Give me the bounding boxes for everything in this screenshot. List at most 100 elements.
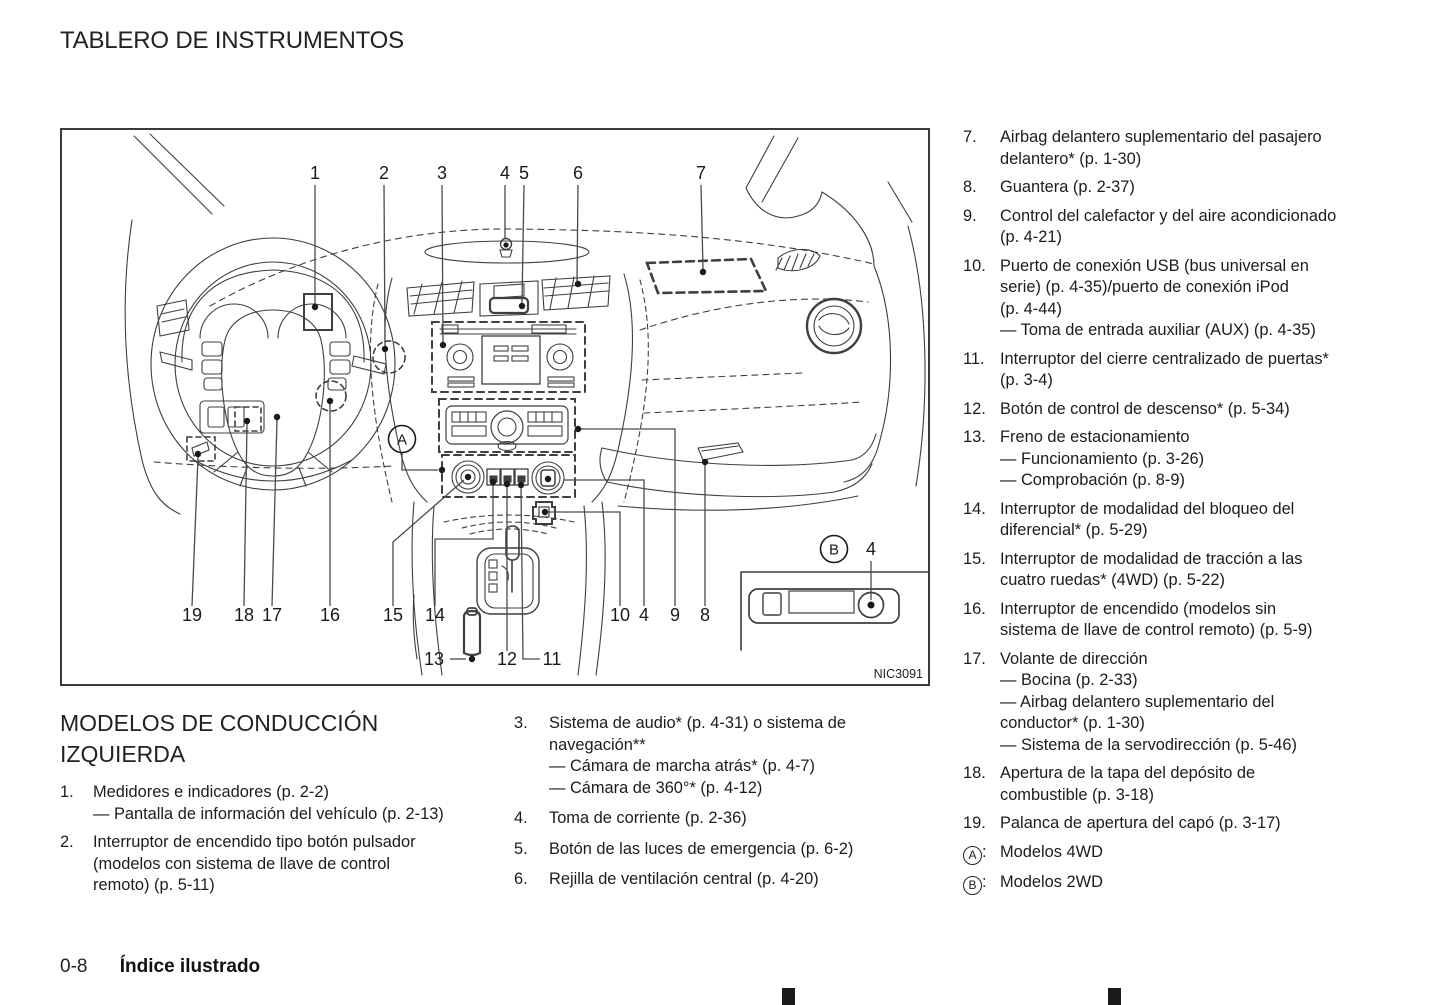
item-line: Interruptor de modalidad del bloqueo del [1000,499,1295,518]
item-line: Interruptor de encendido tipo botón puls… [93,833,416,851]
glovebox-bottom [617,495,859,511]
item-text: Control del calefactor y del aire acondi… [1000,206,1399,249]
steering-wheel-spokes [213,451,333,487]
list-item: 9. Control del calefactor y del aire acon… [963,206,1399,249]
glovebox-left [599,447,608,483]
list-item: 8.Guantera (p. 2-37) [963,177,1399,199]
climate-panel [445,405,569,445]
usb-port-bracket [532,501,556,525]
callout-label: 11 [543,649,562,669]
letter-marker-circle [819,534,849,564]
callout-label: 15 [383,605,403,625]
list-middle-column: 3. Sistema de audio* (p. 4-31) o sistema … [514,713,939,900]
wheel-switch [329,341,351,357]
shift-lever-grip [505,525,520,561]
list-item: 11.Interruptor del cierre centralizado d… [963,349,1399,392]
left-switch-bank [199,400,265,434]
item-line: remoto) (p. 5-11) [93,876,215,894]
audio-knob-right-inner [552,349,568,365]
list-item: 3. Sistema de audio* (p. 4-31) o sistema … [514,713,939,799]
list-item: 5.Botón de las luces de emergencia (p. 6… [514,839,939,861]
list-item: 16.Interruptor de encendido (modelos sin… [963,599,1399,642]
audio-button-row [447,382,475,388]
right-stalk [351,355,387,375]
hood-release-lever [191,441,210,457]
model-note: A:Modelos 4WD [963,842,1399,865]
audio-knob-right [546,343,574,371]
item-number: 9. [963,206,977,225]
left-door-edge [124,219,181,515]
callout-label: 13 [424,649,444,669]
callout-label: 19 [182,605,202,625]
letter-marker-label: B [829,542,839,559]
left-pillar-line [133,135,213,215]
leader-lines [191,184,875,663]
side-vent-swirl [818,313,850,336]
callout-label: 16 [320,605,340,625]
item-line: Guantera (p. 2-37) [1000,178,1135,196]
item-line: Toma de corriente (p. 2-36) [549,809,747,827]
stack-bezel-right-outer [623,279,649,503]
list-middle: 3. Sistema de audio* (p. 4-31) o sistema … [514,713,939,891]
inset-border [740,571,928,651]
item-number: 1. [60,783,74,801]
callout-label: 8 [700,605,710,625]
callout-label: 3 [437,163,447,183]
inset-2wd [740,571,928,651]
shift-gate-slot [488,583,498,593]
shift-gate-slot [488,571,498,581]
footer-page-number: 0-8 [60,956,88,977]
stack-bezel-right [591,273,634,503]
glovebox-upper [601,433,877,466]
windshield-base-line [209,228,875,307]
inset-slot [788,590,855,614]
climate-knob [490,410,524,444]
item-line: serie) (p. 4-35)/puerto de conexión iPod [1000,278,1289,296]
console-edge-left-inner [431,505,443,676]
page-title: TABLERO DE INSTRUMENTOS [60,27,404,54]
climate-buttons [527,411,563,423]
model-note-marker: B: [963,872,1000,895]
audio-button-row [547,376,575,382]
audio-button-row [547,382,575,388]
center-vent-right [541,275,611,311]
wheel-switch [327,377,347,391]
audio-knob-left [446,343,474,371]
callout-label: 6 [573,163,583,183]
item-number: 18. [963,764,986,782]
item-text: Palanca de apertura del capó (p. 3-17) [1000,813,1399,835]
item-number: 3. [514,714,528,732]
list-item: 19.Palanca de apertura del capó (p. 3-17… [963,813,1399,835]
shifter-boot-outer [476,547,540,615]
right-door-edge [907,225,926,487]
list-item: 15.Interruptor de modalidad de tracción … [963,549,1399,592]
callout-label: 4 [500,163,510,183]
hazard-bracket [479,280,539,317]
item-line: Palanca de apertura del capó (p. 3-17) [1000,814,1281,832]
item-number: 10. [963,256,986,275]
parking-brake-lever [462,609,482,657]
item-text: Freno de estacionamiento— Funcionamiento… [1000,427,1399,492]
item-text: Volante de dirección— Bocina (p. 2-33)— … [1000,649,1399,757]
audio-display [481,335,541,385]
item-line: — Cámara de marcha atrás* (p. 4-7) [549,757,815,775]
passenger-airbag-target-box [645,257,769,295]
dash-seam [639,298,869,331]
print-registration-mark [1108,988,1121,1005]
figure-code: NIC3091 [873,667,923,681]
item-text: Botón de las luces de emergencia (p. 6-2… [549,839,939,861]
console-edge-left-outer [411,501,423,676]
item-text: Interruptor de encendido tipo botón puls… [93,832,505,897]
model-note-marker: A: [963,842,1000,865]
dash-sensor-base [499,249,513,258]
item-line: Interruptor de encendido (modelos sin [1000,599,1277,618]
item-text: Sistema de audio* (p. 4-31) o sistema de… [549,713,939,799]
console-edge-right-outer [595,501,606,676]
item-line: combustible (p. 3-18) [1000,785,1154,804]
item-line: (p. 4-44) [1000,299,1062,318]
item-line: Freno de estacionamiento [1000,428,1190,446]
callout-label: 7 [696,163,706,183]
item-number: 11. [963,349,985,368]
callout-label: 12 [497,649,517,669]
